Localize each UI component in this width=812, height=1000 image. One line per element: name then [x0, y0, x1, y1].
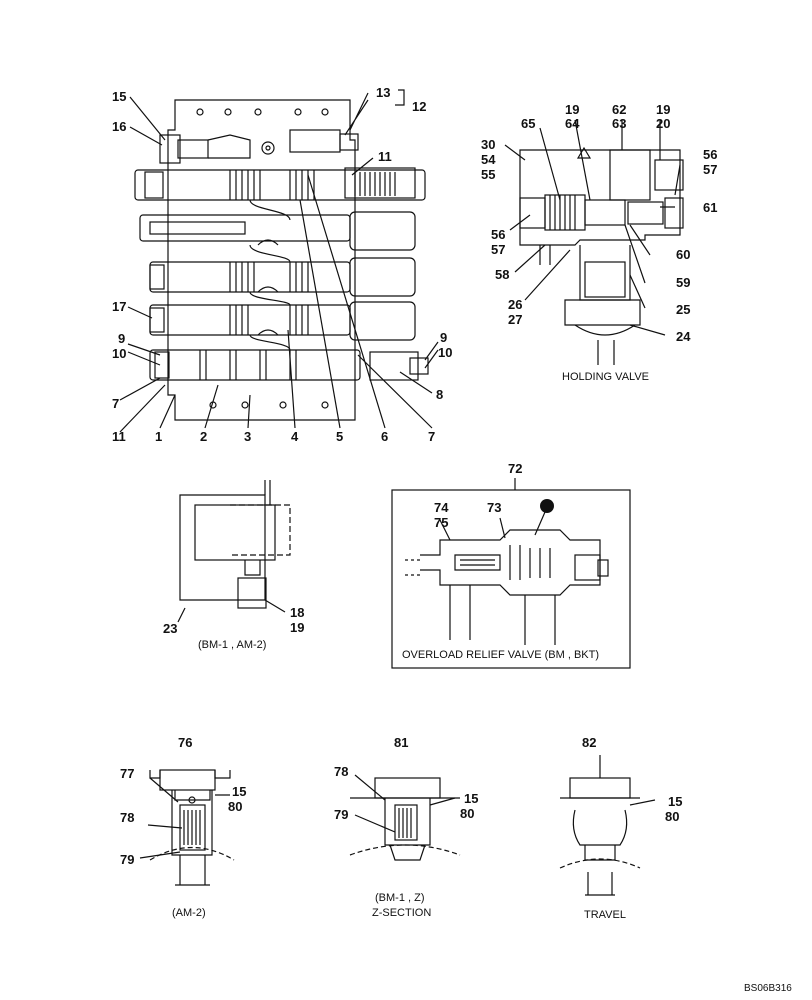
callout-58: 58 [495, 267, 510, 282]
drawing-code: BS06B316 [744, 983, 792, 994]
callout-12: 12 [412, 99, 427, 114]
callout-15: 15 [232, 784, 247, 799]
callout-19: 19 [290, 620, 305, 635]
callout-5: 5 [336, 429, 344, 444]
callout-56: 56 [703, 147, 718, 162]
callout-62: 62 [612, 102, 627, 117]
callout-9: 9 [118, 331, 126, 346]
callout-18: 18 [290, 605, 305, 620]
callout-7: 7 [112, 396, 120, 411]
callout-26: 26 [508, 297, 523, 312]
callout-15: 15 [668, 794, 683, 809]
travel-caption: TRAVEL [584, 909, 626, 921]
z-section-drawing [349, 774, 461, 861]
callout-63: 63 [612, 116, 627, 131]
callout-23: 23 [163, 621, 178, 636]
callout-65: 65 [521, 116, 536, 131]
travel-section-drawing [559, 755, 656, 896]
callout-76: 76 [178, 735, 193, 750]
overload-relief-valve-drawing [391, 478, 631, 669]
callout-11: 11 [378, 149, 392, 164]
callout-79: 79 [120, 852, 135, 867]
holding-valve-drawing [504, 119, 684, 365]
callout-16: 16 [112, 119, 127, 134]
callout-81: 81 [394, 735, 409, 750]
callout-79: 79 [334, 807, 349, 822]
callout-15: 15 [112, 89, 127, 104]
marker-dot-icon [540, 499, 554, 513]
holding-valve-caption: HOLDING VALVE [562, 371, 650, 383]
callout-80: 80 [460, 806, 475, 821]
callout-64: 64 [565, 116, 580, 131]
callout-6: 6 [381, 429, 389, 444]
callout-54: 54 [481, 152, 496, 167]
callout-80: 80 [228, 799, 243, 814]
callout-59: 59 [676, 275, 691, 290]
callout-74: 74 [434, 500, 449, 515]
callout-1: 1 [155, 429, 163, 444]
callout-55: 55 [481, 167, 496, 182]
callout-30: 30 [481, 137, 496, 152]
callout-10: 10 [438, 345, 453, 360]
callout-10: 10 [112, 346, 127, 361]
callout-75: 75 [434, 515, 449, 530]
callout-57: 57 [491, 242, 506, 257]
callout-15: 15 [464, 791, 479, 806]
bm1z-caption-line2: Z-SECTION [372, 907, 432, 919]
callout-17: 17 [112, 299, 127, 314]
bm1z-caption-line1: (BM-1 , Z) [375, 892, 425, 904]
overload-relief-caption: OVERLOAD RELIEF VALVE (BM , BKT) [402, 649, 600, 661]
callout-60: 60 [676, 247, 691, 262]
callout-4: 4 [291, 429, 299, 444]
callout-82: 82 [582, 735, 597, 750]
callout-7: 7 [428, 429, 436, 444]
am2-section-drawing [139, 769, 235, 886]
callout-19: 19 [565, 102, 580, 117]
callout-73: 73 [487, 500, 502, 515]
callout-78: 78 [334, 764, 349, 779]
solenoid-caption: (BM-1 , AM-2) [198, 639, 267, 651]
callout-2: 2 [200, 429, 208, 444]
callout-80: 80 [665, 809, 680, 824]
callout-72: 72 [508, 461, 523, 476]
callout-25: 25 [676, 302, 691, 317]
callout-56: 56 [491, 227, 506, 242]
callout-13: 13 [376, 85, 391, 100]
callout-78: 78 [120, 810, 135, 825]
callout-3: 3 [244, 429, 252, 444]
callout-11: 11 [112, 429, 126, 444]
callout-57: 57 [703, 162, 718, 177]
callout-19: 19 [656, 102, 671, 117]
callout-27: 27 [508, 312, 523, 327]
callout-20: 20 [656, 116, 671, 131]
callout-77: 77 [120, 766, 135, 781]
callout-8: 8 [436, 387, 444, 402]
callout-24: 24 [676, 329, 691, 344]
callout-9: 9 [440, 330, 448, 345]
main-control-valve-drawing [119, 89, 439, 433]
callout-61: 61 [703, 200, 718, 215]
solenoid-detail-drawing [177, 480, 291, 623]
am2-caption: (AM-2) [172, 907, 206, 919]
